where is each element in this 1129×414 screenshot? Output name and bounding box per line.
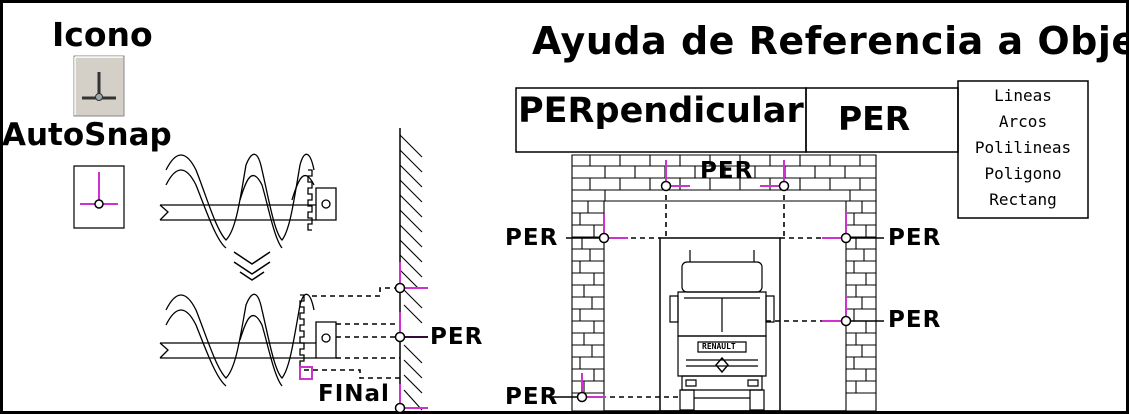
snap-mode-abbreviation: PER bbox=[838, 99, 911, 138]
info-table bbox=[516, 81, 1088, 218]
label-arrows bbox=[404, 238, 884, 397]
per-label-bottom-left: PER bbox=[505, 384, 559, 410]
auger-diagram bbox=[160, 154, 336, 386]
truck-illustration bbox=[670, 250, 774, 410]
object-type-item: Rectang bbox=[989, 190, 1057, 209]
perpendicular-toolbar-icon[interactable] bbox=[74, 56, 124, 116]
garage-snap-points bbox=[578, 182, 851, 402]
autosnap-marker-icon bbox=[74, 166, 124, 228]
wall-snap-points bbox=[396, 284, 405, 413]
autosnap-section-label: AutoSnap bbox=[2, 117, 172, 153]
garage-diagram bbox=[572, 155, 876, 411]
page-title: Ayuda de Referencia a Objetos bbox=[532, 19, 1129, 63]
icon-section-label: Icono bbox=[52, 15, 153, 54]
truck-badge: RENAULT bbox=[702, 342, 736, 351]
object-type-item: Arcos bbox=[998, 112, 1048, 131]
per-label-left: PER bbox=[505, 225, 559, 251]
auger-projection-lines bbox=[304, 288, 400, 378]
per-label-right-lower: PER bbox=[888, 307, 942, 333]
per-label-top: PER bbox=[700, 158, 754, 184]
object-type-item: Poligono bbox=[984, 164, 1062, 183]
object-type-item: Lineas bbox=[994, 86, 1052, 105]
garage-perp-markers bbox=[582, 160, 846, 397]
snap-mode-name: PERpendicular bbox=[518, 91, 804, 131]
wall-hatch bbox=[400, 128, 422, 412]
object-type-item: Polilineas bbox=[974, 138, 1072, 157]
final-label: FINal bbox=[318, 381, 390, 407]
per-label-right-upper: PER bbox=[888, 225, 942, 251]
per-label-auger: PER bbox=[430, 324, 484, 350]
